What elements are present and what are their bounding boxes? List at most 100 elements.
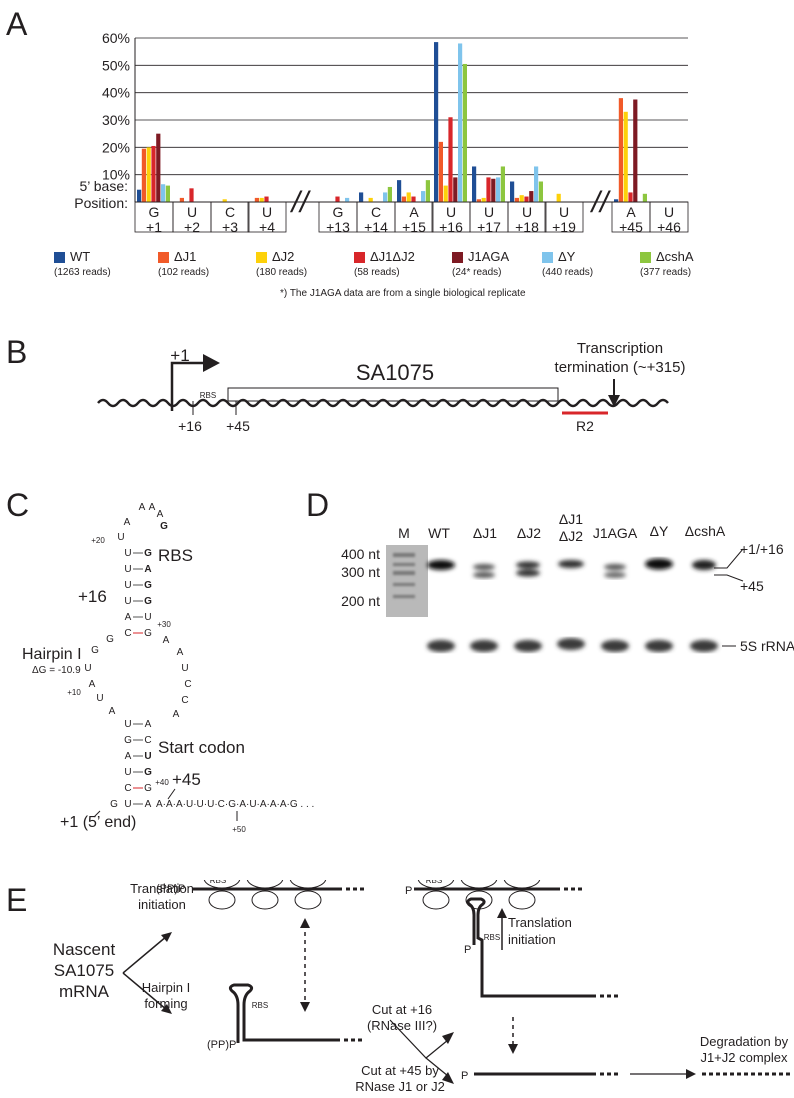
svg-text:U: U <box>124 564 131 575</box>
pos-50-label: +50 <box>232 825 246 834</box>
band-label-45: +45 <box>740 578 764 594</box>
svg-text:U: U <box>181 663 188 674</box>
tss-label: +1 <box>170 346 189 365</box>
legend-label: WT <box>70 249 91 264</box>
legend-label: J1AGA <box>468 249 510 264</box>
category-position-label: +46 <box>657 219 681 235</box>
legend-reads: (1263 reads) <box>54 267 111 278</box>
category-base-label: U <box>522 204 532 220</box>
svg-text:SA1075: SA1075 <box>54 961 115 980</box>
svg-text:+30: +30 <box>157 620 171 629</box>
svg-text:A: A <box>124 517 131 528</box>
lane-label-m: M <box>398 525 410 541</box>
svg-text:300 nt: 300 nt <box>341 564 380 580</box>
cap-label-top: (PP)P <box>156 883 185 895</box>
bar <box>387 186 392 202</box>
tss-arrow <box>170 361 205 411</box>
svg-text:A: A <box>149 502 156 513</box>
legend-swatch <box>158 252 169 263</box>
svg-text:G: G <box>106 634 114 645</box>
legend-label: ΔY <box>558 249 576 264</box>
bar <box>165 185 170 202</box>
category-position-label: +45 <box>619 219 643 235</box>
lane-label-wt: WT <box>428 525 450 541</box>
category-position-label: +13 <box>326 219 350 235</box>
svg-text:A: A <box>109 706 116 717</box>
lane-label-dj1: ΔJ1 <box>473 525 497 541</box>
panel-label-c: C <box>6 487 30 523</box>
category-base-label: U <box>187 204 197 220</box>
svg-text:A: A <box>125 612 132 623</box>
svg-text:400 nt: 400 nt <box>341 546 380 562</box>
svg-text:A: A <box>89 679 96 690</box>
bar <box>642 193 647 202</box>
bar <box>462 63 467 202</box>
svg-text:A: A <box>157 509 164 520</box>
svg-text:Degradation by: Degradation by <box>700 1034 789 1049</box>
category-cell <box>247 201 287 233</box>
category-position-label: +3 <box>222 219 238 235</box>
bar <box>524 196 529 202</box>
bar <box>623 111 628 202</box>
svg-text:U: U <box>117 532 124 543</box>
nascent-label: Nascent SA1075 mRNA <box>53 940 116 1001</box>
svg-text:Nascent: Nascent <box>53 940 116 959</box>
legend-label: ΔJ1 <box>174 249 197 264</box>
probe-r2-label: R2 <box>576 418 594 434</box>
svg-text:RNase J1 or J2: RNase J1 or J2 <box>355 1079 445 1094</box>
category-position-label: +2 <box>184 219 200 235</box>
bar <box>472 166 477 202</box>
row-label-position: Position: <box>74 195 128 211</box>
rrna-bands <box>427 638 718 652</box>
bar <box>534 166 539 202</box>
svg-text:initiation: initiation <box>508 932 556 947</box>
svg-text:U: U <box>84 663 91 674</box>
gene-schematic: SA1075 +1 RBS +16 +45 Transcription term… <box>97 340 685 434</box>
svg-text:C: C <box>124 628 131 639</box>
svg-text:Translation: Translation <box>130 881 194 896</box>
legend-swatch <box>640 252 651 263</box>
legend-swatch <box>452 252 463 263</box>
panel-label-a: A <box>6 6 28 42</box>
svg-text:U: U <box>124 580 131 591</box>
bar <box>500 166 505 202</box>
bar <box>476 199 481 202</box>
svg-text:RBS: RBS <box>484 933 500 942</box>
panel-label-e: E <box>6 882 28 918</box>
category-position-label: +17 <box>477 219 501 235</box>
y-tick-label: 20% <box>102 139 130 155</box>
bar <box>345 197 350 202</box>
category-base-label: U <box>262 204 272 220</box>
legend-swatch <box>54 252 65 263</box>
category-base-label: U <box>446 204 456 220</box>
bar <box>529 191 534 202</box>
svg-text:A: A <box>177 647 184 658</box>
lane-label-j1aga: J1AGA <box>593 525 638 541</box>
bar <box>458 43 463 202</box>
svg-text:Hairpin I: Hairpin I <box>142 980 190 995</box>
category-base-label: A <box>409 204 419 220</box>
hairpin-label: Hairpin I <box>22 646 82 663</box>
svg-text:G: G <box>144 767 152 778</box>
chart-bars <box>137 42 647 202</box>
bar <box>448 117 453 202</box>
svg-text:U: U <box>124 767 131 778</box>
svg-text:+10: +10 <box>67 688 81 697</box>
svg-text:G: G <box>110 799 118 810</box>
category-cell <box>649 201 689 233</box>
lane-label-dj1dj2-b: ΔJ2 <box>559 528 583 544</box>
bar <box>438 141 443 202</box>
pos-16-label: +16 <box>178 418 202 434</box>
y-tick-label: 40% <box>102 85 130 101</box>
svg-text:mRNA: mRNA <box>59 982 110 1001</box>
svg-text:G: G <box>124 735 132 746</box>
p-label-top: P <box>405 885 412 897</box>
pos-16-label: +16 <box>78 587 107 606</box>
size-markers: 400 nt 300 nt 200 nt <box>341 546 380 609</box>
bar <box>514 197 519 202</box>
tail-sequence: A·A·A·U·U·U·C·G·A·U·A·A·A·G . . . <box>156 799 314 810</box>
svg-text:A: A <box>139 502 146 513</box>
category-base-label: C <box>371 204 381 220</box>
svg-text:A: A <box>145 719 152 730</box>
legend-reads: (180 reads) <box>256 267 308 278</box>
